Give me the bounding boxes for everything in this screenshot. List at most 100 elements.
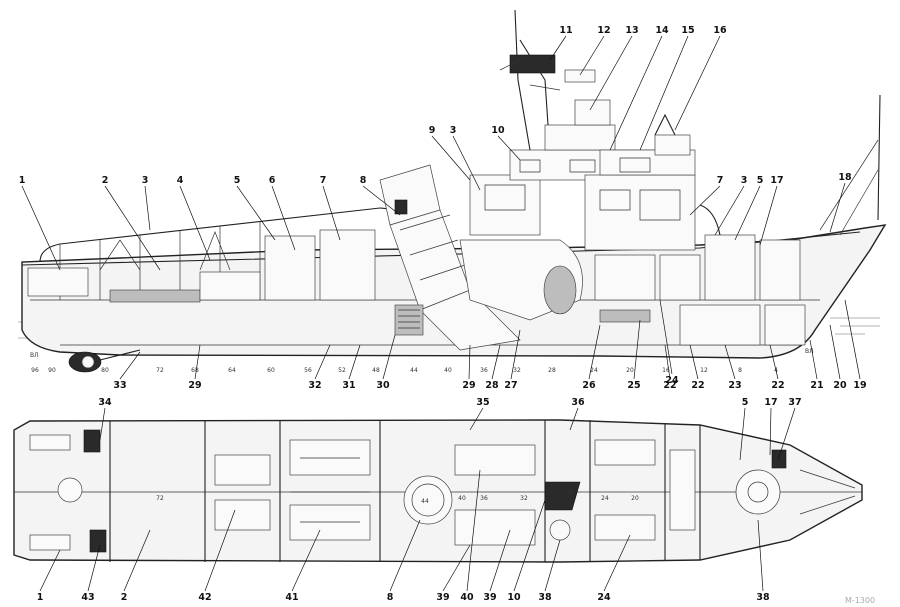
callout-label: 30 [376,380,390,391]
callout-label: 15 [681,25,694,36]
callout-label: 2 [102,175,109,186]
stern-compartment [27,267,89,297]
frame-number: 90 [48,367,56,374]
frame-number: 52 [338,367,346,374]
callout-label: 28 [485,380,499,391]
leader-line [431,135,471,181]
callout-label: 3 [741,175,748,186]
leader-line [204,509,236,592]
leader-line [87,544,101,592]
leader-line [769,344,779,380]
callout-label: 10 [491,125,505,136]
plan-callout: 35 [476,397,489,408]
callout-label: 27 [504,380,517,391]
leader-line [362,185,401,216]
leader-line [777,407,796,461]
leader-line [714,185,745,236]
bow-mast [877,94,881,221]
callout-label: 5 [234,175,241,186]
leader-line [734,185,761,241]
leader-line [236,185,276,241]
callout-label: 25 [627,380,640,391]
leader-line [348,344,361,380]
leader-line [759,185,778,246]
leader-line [322,185,341,241]
leader-line [589,35,633,111]
callout-label: 14 [655,25,669,36]
callout-label: 32 [308,380,321,391]
callout-label: 3 [142,175,149,186]
leader-line [579,35,605,76]
callout-label: 26 [582,380,596,391]
top-leaders [21,35,846,271]
plan-callout: 38 [538,592,552,603]
callout-label: 22 [691,380,704,391]
forward-compartments [594,204,806,346]
main-mast [514,9,549,151]
plan-callout: 38 [756,592,770,603]
callout-label: 6 [269,175,276,186]
leader-line [469,407,484,431]
plan-callout: 43 [81,592,94,603]
leader-line [21,185,61,271]
plan-callout: 8 [387,592,394,603]
bow-gun-mount [735,469,781,515]
frame-number: 48 [372,367,380,374]
bottom-leaders [119,299,861,380]
callout-label: 8 [360,175,367,186]
callout-label: 16 [713,25,727,36]
frame-number: 44 [410,367,418,374]
plan-frame-number: 28 [566,490,574,497]
plan-callout: 40 [460,592,474,603]
frame-number: 20 [626,367,634,374]
leader-line [179,185,211,261]
leader-line [659,299,673,375]
frame-number: 56 [304,367,312,374]
waterline-mark: ВЛ [30,352,39,359]
callout-label: 23 [728,380,741,391]
plan-callout: 34 [98,397,112,408]
leader-line [123,529,151,592]
callout-label: 7 [320,175,327,186]
leader-line [689,185,721,216]
frame-number: 36 [480,367,488,374]
callout-label: 24 [665,375,679,386]
leader-line [844,299,861,380]
callout-label: 9 [429,125,436,136]
plan-frame-number: 40 [458,495,466,502]
frame-number: 72 [156,367,164,374]
leader-line [639,35,689,151]
leader-line [769,407,772,456]
plan-callout: 37 [788,397,801,408]
callout-label: 29 [462,380,475,391]
propeller [68,349,141,373]
frame-number: 28 [548,367,556,374]
leader-line [609,35,663,151]
plan-callout: 42 [198,592,211,603]
callout-label: 4 [177,175,184,186]
leader-line [757,519,764,592]
plan-callout: 2 [121,592,128,603]
leader-line [510,329,521,380]
leader-line [442,544,471,592]
leader-line [588,324,601,380]
leader-line [104,185,161,271]
plan-callout: 24 [597,592,611,603]
frame-number: 80 [101,367,109,374]
leader-line [489,529,511,592]
leader-line [99,407,106,441]
frame-number: 64 [228,367,236,374]
leader-line [39,549,61,592]
frame-number: 60 [267,367,275,374]
leader-line [674,35,721,131]
callout-label: 29 [188,380,201,391]
plan-callout: 39 [483,592,496,603]
frame-number: 8 [738,367,742,374]
leader-line [603,534,631,592]
launcher-ring [403,475,453,525]
